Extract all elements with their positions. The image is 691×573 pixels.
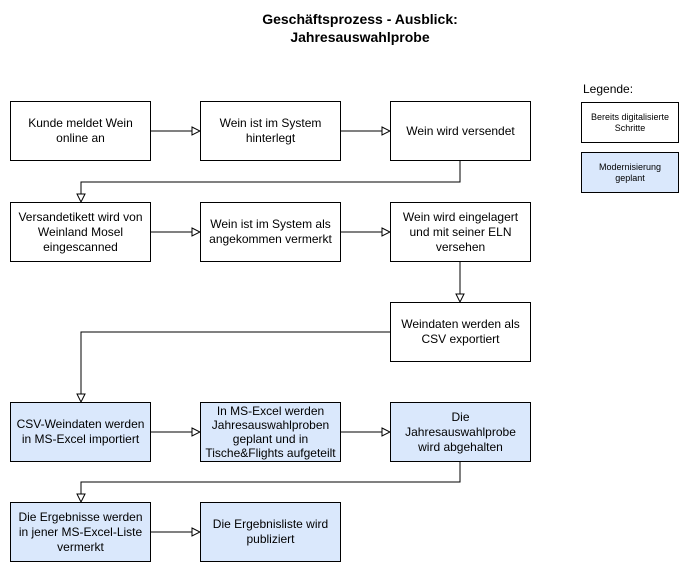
step-s6: Wein wird eingelagert und mit seiner ELN… xyxy=(390,202,531,262)
step-s9-label: In MS-Excel werden Jahresauswahlproben g… xyxy=(205,404,336,460)
step-s7: Weindaten werden als CSV exportiert xyxy=(390,302,531,362)
step-s11: Die Ergebnisse werden in jener MS-Excel-… xyxy=(10,502,151,562)
step-s3-label: Wein wird versendet xyxy=(406,123,515,138)
step-s2-label: Wein ist im System hinterlegt xyxy=(219,116,322,145)
step-s2: Wein ist im System hinterlegt xyxy=(200,101,341,161)
step-s5: Wein ist im System als angekommen vermer… xyxy=(200,202,341,262)
step-s12: Die Ergebnisliste wird publiziert xyxy=(200,502,341,562)
step-s8: CSV-Weindaten werden in MS-Excel importi… xyxy=(10,402,151,462)
step-s1-label: Kunde meldet Wein online an xyxy=(28,116,133,145)
step-s3: Wein wird versendet xyxy=(390,101,531,161)
step-s10: Die Jahresauswahlprobe wird abgehalten xyxy=(390,402,531,462)
legend-planned-label: Modernisierung geplant xyxy=(598,161,662,183)
legend-done: Bereits digitalisierte Schritte xyxy=(581,102,679,143)
connector-s10-s11 xyxy=(81,462,461,502)
connector-s3-s4 xyxy=(81,161,461,202)
legend-planned: Modernisierung geplant xyxy=(581,152,679,193)
step-s5-label: Wein ist im System als angekommen vermer… xyxy=(209,217,332,246)
step-s1: Kunde meldet Wein online an xyxy=(10,101,151,161)
connector-s7-s8 xyxy=(81,331,390,402)
step-s7-label: Weindaten werden als CSV exportiert xyxy=(401,317,520,346)
diagram-title-line-2: Jahresauswahlprobe xyxy=(290,29,430,45)
legend-done-label: Bereits digitalisierte Schritte xyxy=(590,111,670,133)
step-s9: In MS-Excel werden Jahresauswahlproben g… xyxy=(200,402,341,462)
diagram-title-line-1: Geschäftsprozess - Ausblick: xyxy=(262,11,458,27)
step-s10-label: Die Jahresauswahlprobe wird abgehalten xyxy=(405,409,516,454)
step-s6-label: Wein wird eingelagert und mit seiner ELN… xyxy=(402,209,519,254)
step-s12-label: Die Ergebnisliste wird publiziert xyxy=(212,517,329,546)
step-s4: Versandetikett wird von Weinland Mosel e… xyxy=(10,202,151,262)
step-s11-label: Die Ergebnisse werden in jener MS-Excel-… xyxy=(18,509,143,554)
step-s4-label: Versandetikett wird von Weinland Mosel e… xyxy=(18,209,143,254)
step-s8-label: CSV-Weindaten werden in MS-Excel importi… xyxy=(16,417,145,446)
legend-title: Legende: xyxy=(583,82,634,96)
diagram-title: Geschäftsprozess - Ausblick: Jahresauswa… xyxy=(180,10,540,46)
